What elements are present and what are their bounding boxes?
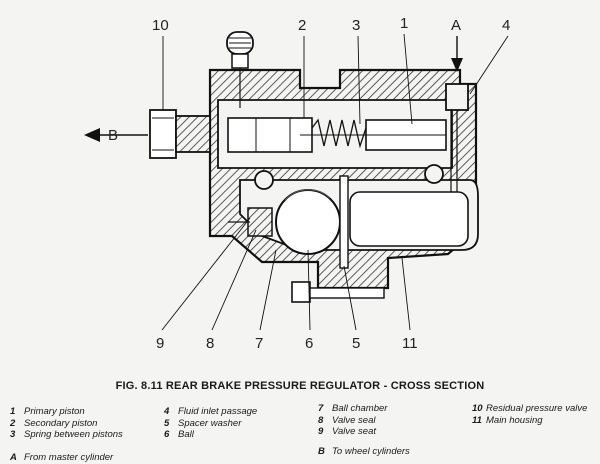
callout-b: B (108, 127, 119, 144)
callout-a: A (451, 17, 462, 34)
arrow-a (451, 36, 463, 72)
fluid-inlet-passage (445, 83, 469, 206)
residual-pressure-valve (149, 109, 211, 159)
main-spring-chamber (349, 191, 469, 247)
callout-9: 9 (156, 335, 165, 352)
bleed-screw (226, 31, 254, 108)
spring-between-pistons (311, 118, 367, 149)
callout-1: 1 (400, 15, 409, 32)
valve-seat (228, 207, 273, 237)
spacer-washer (339, 175, 349, 269)
callout-4: 4 (502, 17, 511, 34)
callout-7: 7 (255, 335, 264, 352)
callout-8: 8 (206, 335, 215, 352)
callout-10: 10 (152, 17, 169, 34)
callout-6: 6 (305, 335, 314, 352)
mounting-bolt (291, 281, 385, 303)
figure-caption: FIG. 8.11 REAR BRAKE PRESSURE REGULATOR … (115, 380, 485, 392)
callout-3: 3 (352, 17, 361, 34)
primary-piston (300, 119, 447, 151)
cross-section-drawing (84, 31, 509, 331)
callout-11: 11 (402, 335, 418, 352)
callout-2: 2 (298, 17, 307, 34)
callout-5: 5 (352, 335, 361, 352)
secondary-piston (227, 117, 313, 153)
arrow-b (84, 128, 148, 142)
ball (275, 189, 341, 255)
leader-lines (161, 33, 509, 331)
